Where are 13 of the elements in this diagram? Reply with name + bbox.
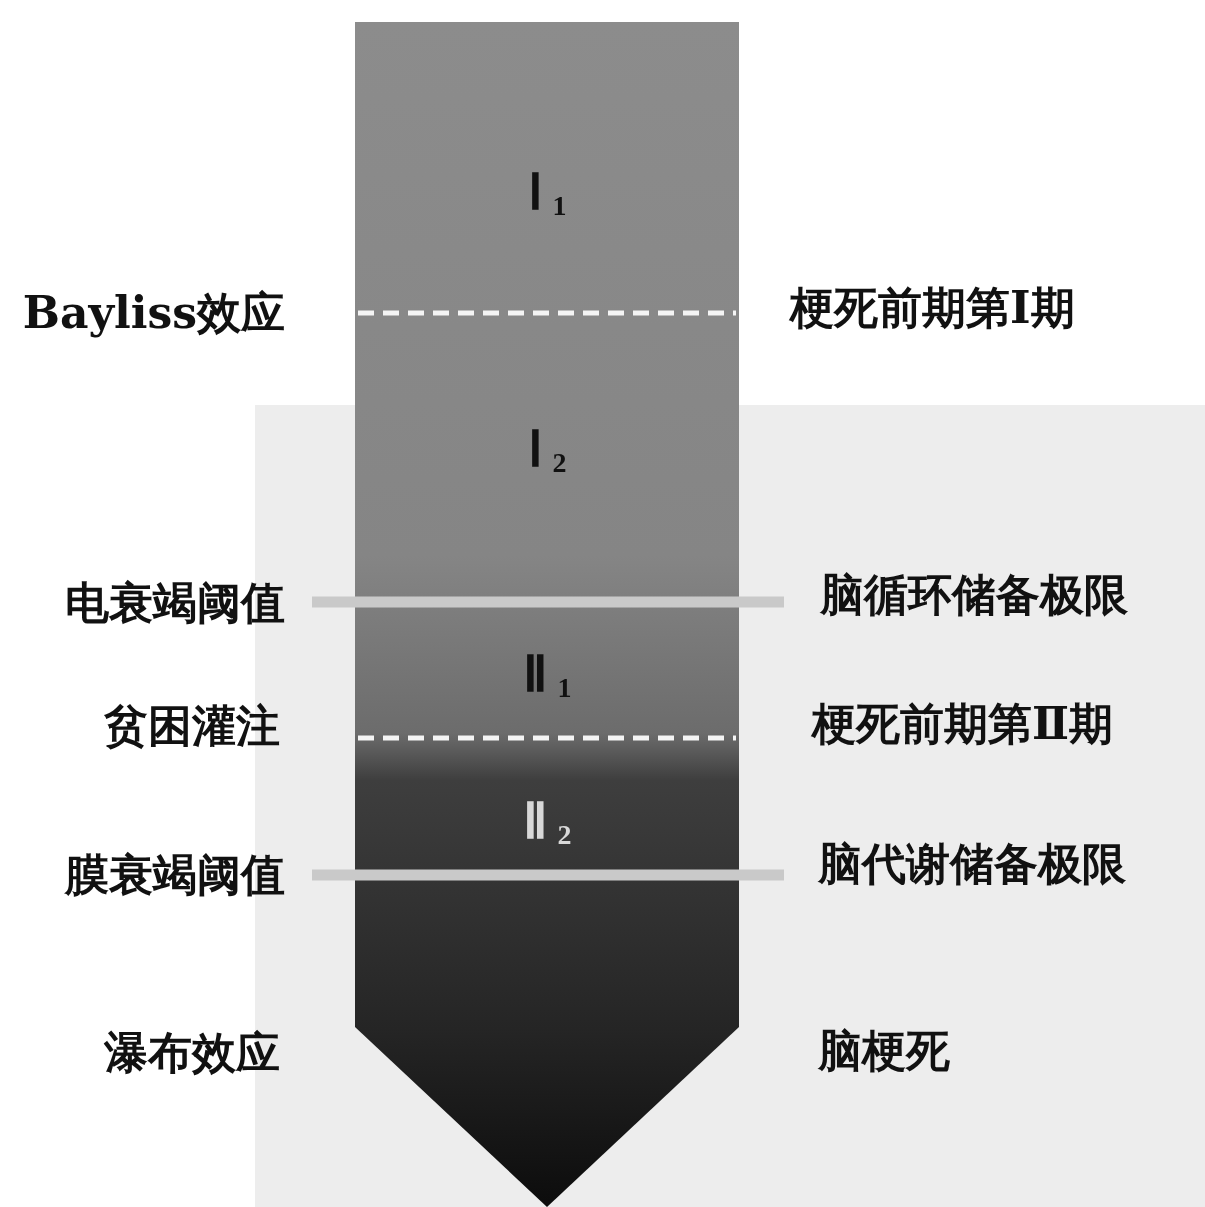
stage-label: Ⅱ$_{1}$ bbox=[522, 648, 572, 702]
side-label: 电衰竭阈值 bbox=[65, 581, 285, 625]
side-label: 膜衰竭阈值 bbox=[65, 853, 285, 897]
side-label: 梗死前期第Ⅱ期 bbox=[812, 702, 1114, 746]
side-label: 瀑布效应 bbox=[104, 1031, 280, 1075]
stage-label: Ⅰ$_{1}$ bbox=[527, 166, 567, 220]
side-label: 贫困灌注 bbox=[104, 704, 280, 748]
side-label: 脑代谢储备极限 bbox=[818, 842, 1126, 886]
stage-label: Ⅰ$_{2}$ bbox=[527, 423, 567, 477]
side-label: 脑梗死 bbox=[818, 1029, 950, 1073]
side-label: 脑循环储备极限 bbox=[820, 573, 1128, 617]
stage-label: Ⅱ$_{2}$ bbox=[522, 795, 572, 849]
side-label: 梗死前期第Ⅰ期 bbox=[790, 286, 1075, 330]
